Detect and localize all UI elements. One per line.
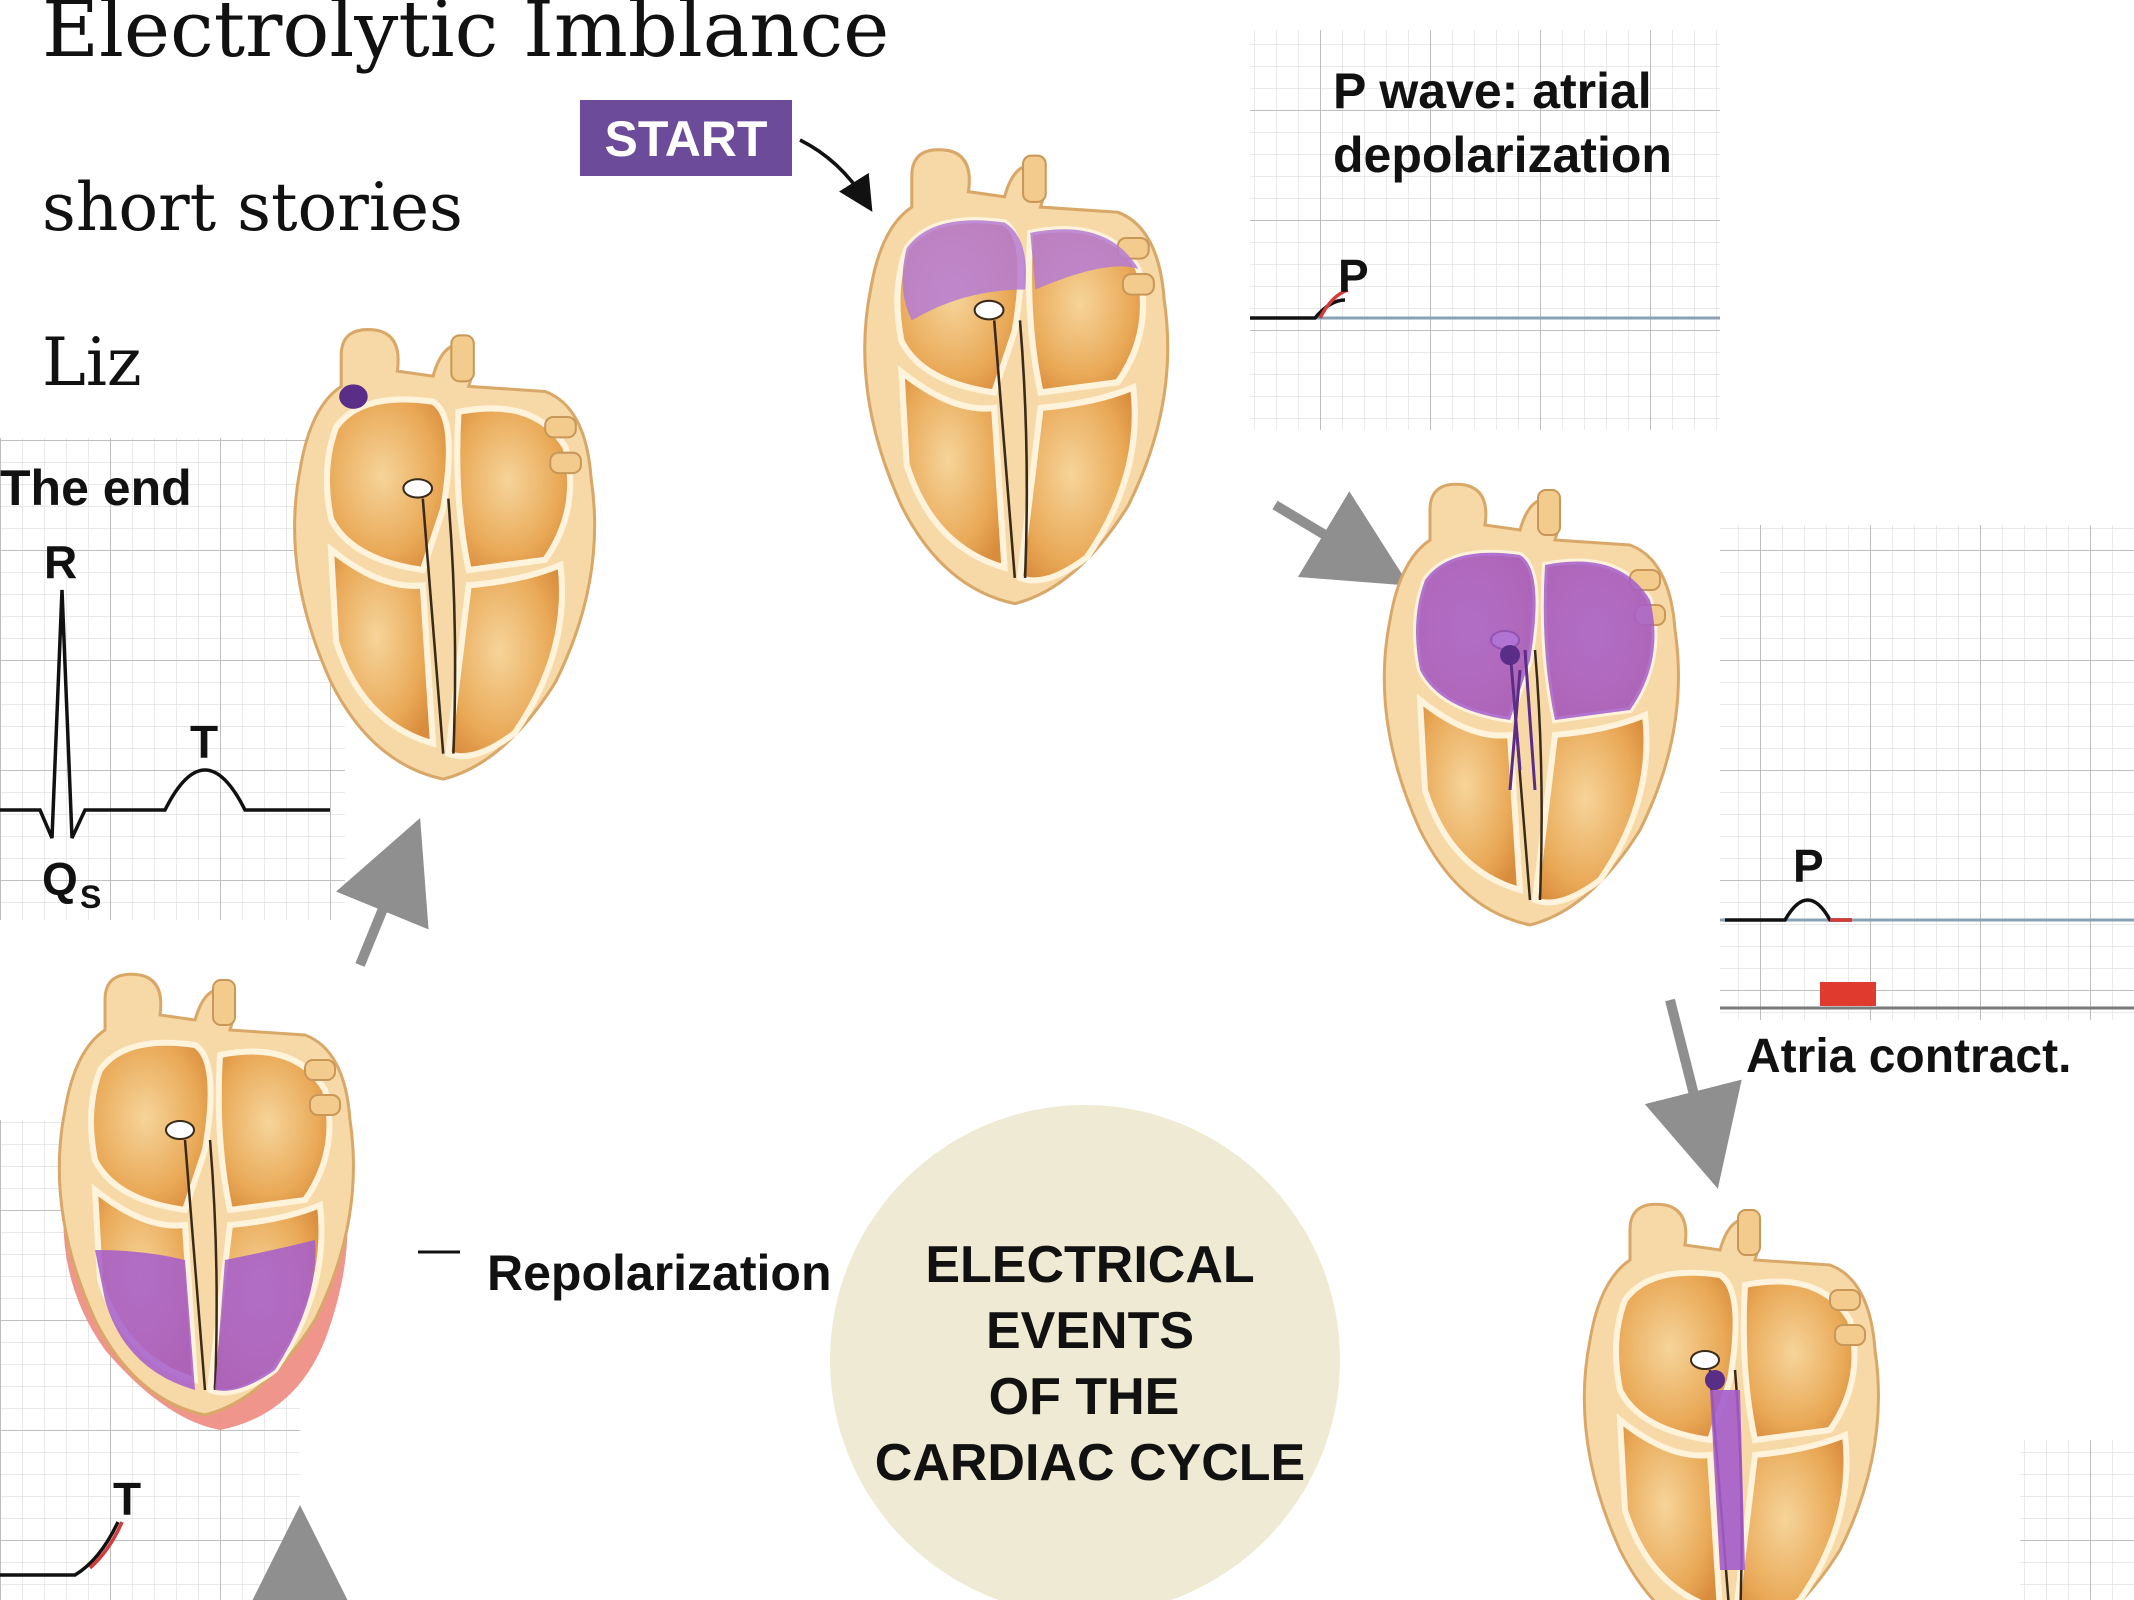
atria-p-label: P: [1793, 840, 1824, 892]
start-badge-label: START: [605, 111, 768, 167]
ecg-grid: [1720, 525, 2134, 1020]
repolarization-t-label: T: [113, 1473, 141, 1525]
p-wave-caption-line2: depolarization: [1333, 127, 1672, 183]
panel-p-wave: P wave: atrial depolarization P: [1250, 30, 1720, 430]
center-title-circle: ELECTRICAL EVENTS OF THE CARDIAC CYCLE: [830, 1105, 1340, 1600]
heart-ventricular-conduction: [1584, 1204, 1878, 1600]
slide-title: Electrolytic Imblance: [42, 0, 889, 75]
center-line-1: ELECTRICAL: [925, 1236, 1254, 1294]
atria-caption: Atria contract.: [1746, 1030, 2071, 1083]
flow-arrow-2: [1670, 1000, 1708, 1150]
start-arrow: [800, 140, 865, 200]
p-wave-label: P: [1338, 250, 1369, 302]
label-q: Q: [42, 853, 78, 905]
label-s: S: [80, 879, 101, 915]
ecg-grid-bottom-right: [2020, 1440, 2134, 1600]
slide-subtitle: short stories: [42, 169, 463, 246]
panel-atria-contract: P Atria contract.: [1720, 525, 2134, 1083]
heart-atrial-depolarization: [865, 150, 1168, 604]
p-wave-caption-line1: P wave: atrial: [1333, 63, 1652, 119]
repolarization-caption: Repolarization: [487, 1245, 831, 1301]
start-badge: START: [580, 100, 865, 200]
center-line-2: EVENTS: [986, 1302, 1194, 1360]
center-line-3: OF THE: [989, 1368, 1180, 1426]
contraction-bar: [1820, 982, 1876, 1006]
heart-atria-contract: [1384, 484, 1678, 925]
slide-author: Liz: [42, 324, 142, 401]
center-line-4: CARDIAC CYCLE: [875, 1434, 1305, 1492]
label-t: T: [190, 716, 218, 768]
the-end-caption: The end: [0, 460, 192, 516]
label-r: R: [44, 536, 77, 588]
flow-arrow-4: [360, 855, 405, 965]
flow-arrow-1: [1275, 505, 1375, 565]
panel-the-end: The end R T Q S: [0, 438, 345, 920]
